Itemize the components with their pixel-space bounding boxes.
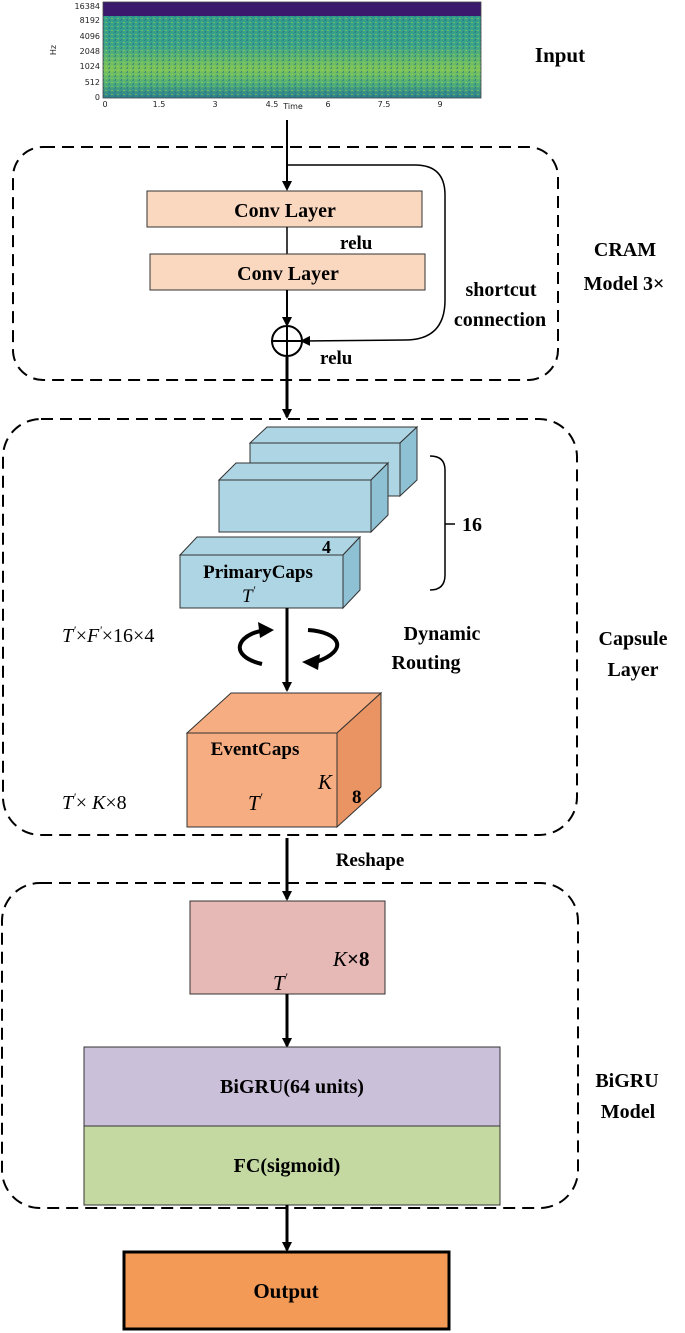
x-tick: 7.5	[378, 100, 391, 109]
routing-label-2: Routing	[392, 652, 461, 674]
primary-caps-shape: T'×F'×16×4	[62, 623, 154, 647]
y-axis-label: Hz	[49, 45, 58, 55]
fc-box	[83, 1125, 501, 1206]
conv-layer-1-label: Conv Layer	[234, 200, 336, 222]
bigru-side-label-1: BiGRU	[595, 1070, 658, 1092]
x-tick: 9	[437, 100, 442, 109]
input-spectrogram: 16384 8192 4096 2048 1024 512 0 Hz 0 1.5…	[49, 1, 482, 111]
y-tick: 0	[95, 93, 100, 102]
spectrogram-y-ticks: 16384 8192 4096 2048 1024 512 0	[75, 2, 100, 102]
bigru-box	[83, 1046, 501, 1127]
capsule-box-middle	[217, 461, 390, 534]
x-tick: 4.5	[266, 100, 279, 109]
cram-side-label-1: CRAM	[594, 239, 656, 261]
input-label: Input	[535, 43, 585, 67]
reshape-t-label: T'	[273, 970, 288, 995]
event-caps-label: EventCaps	[211, 739, 300, 760]
fc-label: FC(sigmoid)	[234, 1155, 341, 1177]
shortcut-label-1: shortcut	[465, 279, 536, 301]
capsule-count-bracket	[429, 455, 446, 591]
relu-between-label: relu	[340, 233, 373, 254]
reshape-label: Reshape	[336, 850, 405, 871]
capsule-dashed-border	[2, 418, 578, 836]
x-tick: 6	[325, 100, 330, 109]
capsule-side-label-2: Layer	[607, 659, 658, 681]
cram-model: Conv Layer relu Conv Layer shortcut conn…	[12, 146, 559, 381]
capsule-side-label-1: Capsule	[599, 628, 668, 650]
conv-layer-2-label: Conv Layer	[237, 263, 339, 285]
event-caps-box	[185, 691, 383, 829]
spectrogram-top-band	[103, 2, 481, 16]
shortcut-connection-line	[287, 164, 446, 346]
shortcut-label-2: connection	[454, 309, 546, 331]
primary-caps-box	[178, 535, 362, 610]
x-tick: 3	[212, 100, 217, 109]
spectrogram-x-ticks: 0 1.5 3 4.5 6 7.5 9	[102, 100, 442, 109]
y-tick: 16384	[75, 2, 100, 11]
bigru-dashed-border	[1, 882, 579, 1209]
spectrogram-texture	[103, 2, 481, 98]
bigru-label: BiGRU(64 units)	[220, 1076, 364, 1098]
capsule-count-label: 16	[462, 514, 482, 536]
x-tick: 0	[102, 100, 107, 109]
routing-label-1: Dynamic	[404, 623, 481, 645]
primary-caps-label: PrimaryCaps	[203, 562, 313, 583]
conv-layer-2	[149, 253, 426, 291]
event-caps-k: K	[317, 770, 333, 794]
primary-caps-depth: 4	[322, 537, 331, 557]
cram-side-label-2: Model 3×	[584, 273, 665, 295]
x-axis-label: Time	[282, 102, 303, 111]
reshape-shape-label: K×8	[332, 947, 369, 971]
bigru-model: K×8 T' BiGRU(64 units) FC(sigmoid)	[1, 882, 579, 1209]
output-label: Output	[253, 1279, 318, 1303]
y-tick: 512	[85, 78, 100, 87]
y-tick: 1024	[80, 62, 100, 71]
conv-layer-1	[146, 190, 423, 228]
y-tick: 2048	[80, 47, 100, 56]
event-caps-t: T'	[248, 790, 263, 815]
capsule-layer: 4 PrimaryCaps T' 16 T'×F'×16×4 Dynamic R…	[2, 418, 578, 836]
x-tick: 1.5	[153, 100, 166, 109]
y-tick: 8192	[80, 16, 100, 25]
residual-add-icon	[271, 325, 303, 357]
reshape-box	[189, 900, 386, 995]
primary-caps-t: T'	[242, 583, 256, 607]
output-box	[122, 1250, 451, 1331]
spectrogram-frame	[102, 1, 482, 99]
dynamic-routing-icon	[238, 622, 340, 670]
relu-after-label: relu	[320, 348, 353, 369]
y-tick: 4096	[80, 32, 100, 41]
event-caps-depth: 8	[352, 787, 362, 808]
event-caps-shape: T'× K×8	[62, 790, 127, 814]
bigru-side-label-2: Model	[601, 1101, 656, 1123]
